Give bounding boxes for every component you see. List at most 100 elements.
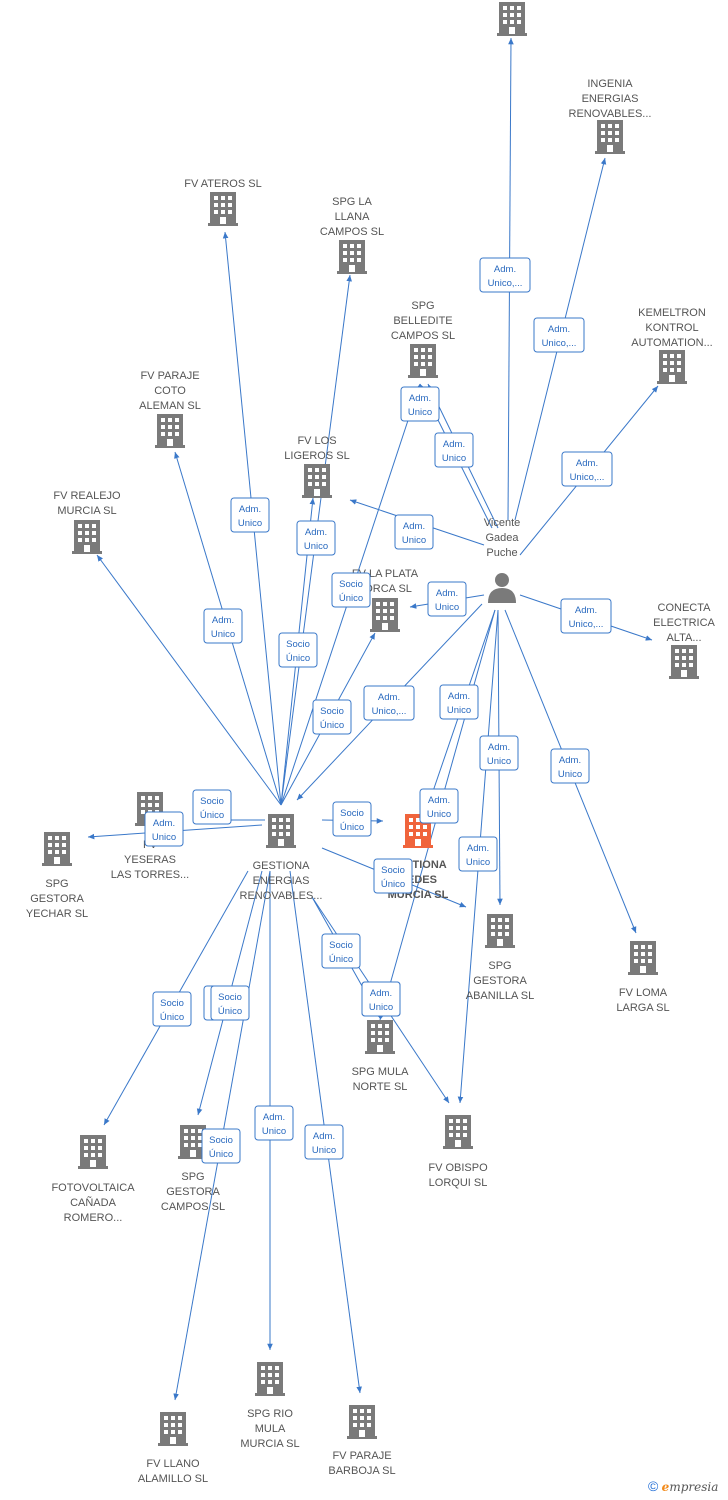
role-label[interactable]: Adm.Unico [203,608,243,644]
company-name-line: MULA [255,1423,286,1435]
role-text: Unico [466,857,490,868]
role-text: Unico [435,602,459,613]
company-node-gestiona[interactable]: GESTIONAENERGIASRENOVABLES... [240,814,323,902]
company-node-top[interactable] [497,2,527,36]
role-text: Adm. [305,527,327,538]
role-label[interactable]: Adm.Unico [296,520,336,556]
role-label[interactable]: Adm.Unico,... [479,257,531,293]
company-node-ingenia[interactable]: INGENIAENERGIASRENOVABLES... [569,78,652,154]
company-name-line: GESTORA [166,1186,220,1198]
company-name-line: RENOVABLES... [569,108,652,120]
company-name-line: AUTOMATION... [631,337,713,349]
role-text: Unico [238,518,262,529]
role-text: Único [329,954,353,965]
role-label[interactable]: Adm. Unico [479,735,519,771]
building-icon [657,350,687,384]
role-label[interactable]: Adm.Unico [361,981,401,1017]
company-name-line: INGENIA [587,78,633,90]
company-name-line: KEMELTRON [638,307,706,319]
company-name-line: FV ATEROS SL [184,178,261,190]
building-icon [370,598,400,632]
role-label[interactable]: Adm.Unico [254,1105,294,1141]
role-text: Adm. [488,742,510,753]
roles-layer: Adm.Unico,...Adm.Unico,...Adm.Unico,...A… [144,257,613,1164]
company-name-line: BARBOJA SL [328,1465,395,1477]
company-node-fotovoltaica[interactable]: FOTOVOLTAICACAÑADAROMERO... [51,1135,135,1224]
company-node-fvateros[interactable]: FV ATEROS SL [184,178,262,226]
role-text: Único [339,593,363,604]
role-text: Unico [427,809,451,820]
role-label[interactable]: Adm.Unico [394,514,434,550]
role-text: Adm. [428,795,450,806]
company-name-line: FV REALEJO [53,490,121,502]
role-text: Adm. [239,504,261,515]
role-label[interactable]: Adm.Unico [304,1124,344,1160]
role-text: Único [160,1012,184,1023]
company-name-line: LORQUI SL [429,1177,488,1189]
company-name-line: NORTE SL [353,1081,408,1093]
role-text: Socio [381,865,405,876]
role-label[interactable]: Adm. Unico [230,497,270,533]
role-label[interactable]: Adm.Unico [434,432,474,468]
company-name-line: ELECTRICA [653,617,715,629]
role-label[interactable]: Adm. Unico [458,836,498,872]
empresia-credit: © empresia [648,1478,718,1494]
role-label[interactable]: Adm.Unico,... [561,451,613,487]
role-label[interactable]: Adm. Unico [144,811,184,847]
role-label[interactable]: Adm. Unico [427,581,467,617]
company-name-line: LLANA [335,211,371,223]
role-text: Adm. [153,818,175,829]
copyright-icon: © [648,1478,659,1494]
role-label[interactable]: Adm.Unico [439,684,479,720]
role-text: Unico [487,756,511,767]
company-node-conecta[interactable]: CONECTAELECTRICAALTA... [653,602,716,679]
role-label[interactable]: Adm.Unico,... [363,685,415,721]
role-text: Unico [312,1145,336,1156]
role-text: Adm. [467,843,489,854]
company-name-line: CAMPOS SL [320,226,384,238]
role-text: Socio [329,940,353,951]
role-label[interactable]: Adm.Unico [550,748,590,784]
role-label[interactable]: Adm. Unico [419,788,459,824]
role-label[interactable]: Adm.Unico,... [560,598,612,634]
role-text: Adm. [494,264,516,275]
company-name-line: SPG [45,878,68,890]
role-text: Unico,... [569,619,604,630]
role-label[interactable]: Adm.Unico,... [533,317,585,353]
role-label[interactable]: Adm.Unico [400,386,440,422]
company-name-line: ALAMILLO SL [138,1473,208,1485]
role-text: Adm. [436,588,458,599]
role-text: Unico [152,832,176,843]
company-node-fvyeseras[interactable]: FVYESERASLAS TORRES... [111,792,189,881]
company-node-kemeltron[interactable]: KEMELTRONKONTROLAUTOMATION... [631,307,713,384]
role-text: Adm. [448,691,470,702]
role-text: Único [340,822,364,833]
role-text: Socio [200,796,224,807]
role-text: Socio [286,639,310,650]
